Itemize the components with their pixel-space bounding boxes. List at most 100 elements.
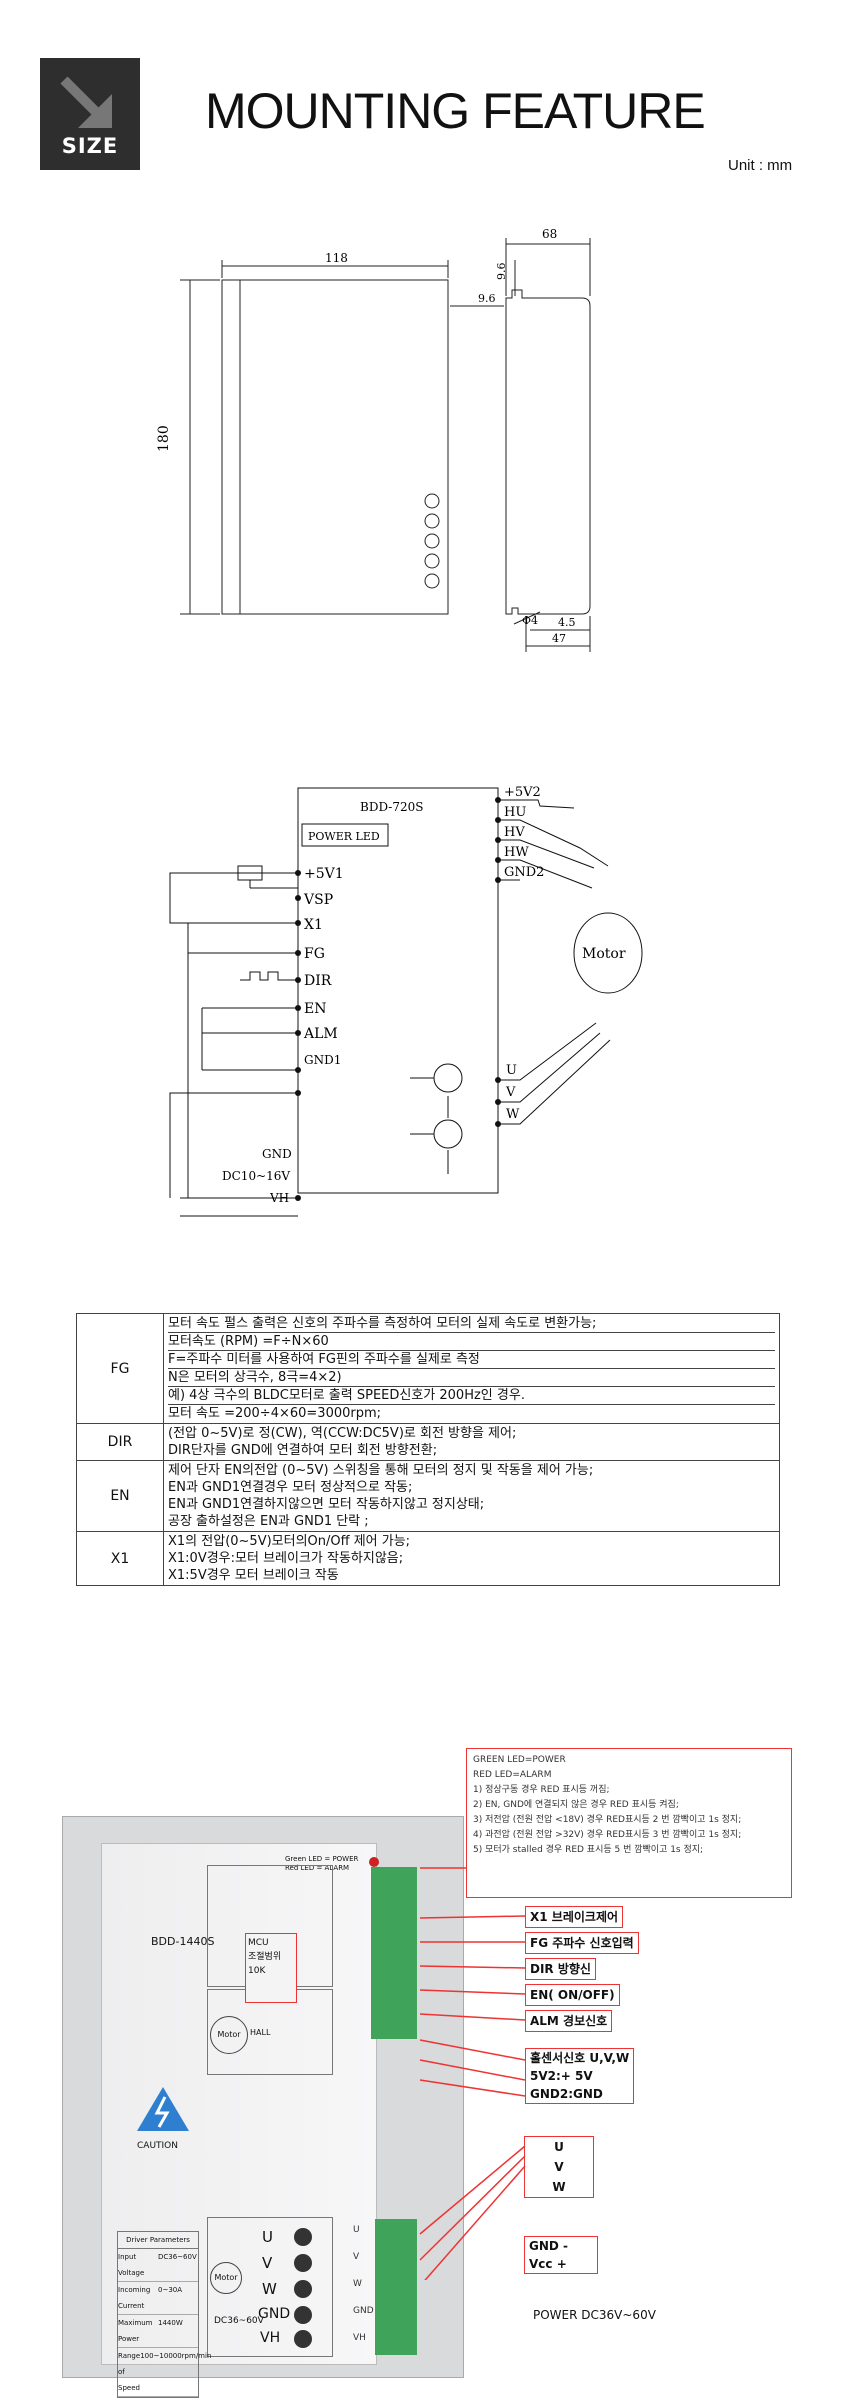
param-row: Maximum Power 1440W [118,2315,198,2348]
description-line: 예) 4상 극수의 BLDC모터로 출력 SPEED신호가 200Hz인 경우. [168,1387,775,1405]
table-pin: FG [76,1313,164,1424]
led-note-line: 3) 저전압 (전원 전압 <18V) 경우 RED표시등 2 번 깜빡이고 1… [473,1815,742,1825]
caution-label: CAUTION [137,2141,178,2151]
description-line: 모터속도 (RPM) =F÷N×60 [168,1333,775,1351]
pin-alm: ALM [303,1026,338,1042]
size-badge-label: SIZE [61,134,119,158]
callout-fg: FG 주파수 신호입력 [525,1932,639,1954]
pin-hw: HW [504,845,529,860]
caution-icon [137,2087,189,2131]
table-description: 모터 속도 펄스 출력은 신호의 주파수를 측정하여 모터의 실제 속도로 변환… [163,1313,780,1424]
callout-alm: ALM 경보신호 [525,2010,613,2032]
photo-w: W [262,2280,277,2298]
side-view-outline [505,289,591,615]
photo-u: U [262,2228,273,2246]
description-line: DIR단자를 GND에 연결하여 모터 회전 방향전환; [168,1443,438,1458]
led-note-line: RED LED=ALARM [473,1770,552,1780]
signal-terminal-block [371,1867,417,2039]
led-note-line: 5) 모터가 stalled 경우 RED 표시등 5 번 깜빡이고 1s 정지… [473,1845,704,1855]
power-terminal-block [375,2219,417,2355]
led-notes-box: GREEN LED=POWER RED LED=ALARM 1) 정상구동 경우 R… [466,1748,792,1898]
led-note-line: 1) 정상구동 경우 RED 표시등 꺼짐; [473,1785,610,1795]
pin-v: V [505,1085,516,1100]
photo-gnd: GND [258,2306,291,2322]
pin-hu: HU [504,805,526,820]
callout-x1: X1 브레이크제어 [525,1906,624,1928]
pin-gnd1: GND1 [304,1053,341,1067]
table-row: DIR(전압 0~5V)로 정(CW), 역(CCW:DC5V)로 회전 방향을… [76,1423,780,1461]
description-line: X1의 전압(0~5V)모터의On/Off 제어 가능; [168,1534,411,1549]
table-row: EN 제어 단자 EN의전압 (0~5V) 스위칭을 통해 모터의 정지 및 작동… [76,1460,780,1532]
param-name: Range of Speed [118,2352,141,2392]
pin-5v2: +5V2 [504,785,541,800]
param-name: Maximum Power [118,2319,153,2343]
description-line: 모터 속도 =200÷4×60=3000rpm; [168,1406,382,1421]
description-line: N은 모터의 상극수, 8극=4×2) [168,1369,775,1387]
pin-vsp: VSP [303,892,333,908]
callout-dir: DIR 방향신 [525,1958,596,1980]
terminal-label: V [353,2252,360,2262]
driver-box [297,787,499,1194]
vh-label: VH [269,1191,289,1205]
table-pin: DIR [76,1423,164,1461]
power-led-box [301,823,389,847]
param-value: 1440W [158,2319,183,2327]
pin-gnd2: GND2 [504,865,544,880]
unit-label: Unit : mm [728,157,793,174]
photo-dc: DC36~60V [214,2316,264,2326]
callout-en: EN( ON/OFF) [525,1984,620,2006]
photo-vh: VH [260,2330,281,2346]
terminal-label: GND [353,2306,374,2316]
param-value: 100~10000rpm/min [140,2352,212,2360]
description-line: F=주파수 미터를 사용하여 FG핀의 주파수를 실제로 측정 [168,1351,775,1369]
callout-power: GND -Vcc + [524,2236,598,2274]
param-name: Incoming Current [118,2286,151,2310]
gnd-label: GND [262,1147,292,1161]
motor-label: Motor [582,946,626,962]
hall-label: HALL [250,2028,271,2037]
size-badge: SIZE [40,58,140,170]
led-note-line: 4) 과전압 (전원 전압 >32V) 경우 RED표시등 3 번 깜빡이고 1… [473,1830,742,1840]
description-line: EN과 GND1연결하지않으면 모터 작동하지않고 정지상태; [168,1497,485,1512]
pin-en: EN [304,1001,326,1017]
dim-bottom-width: 47 [552,632,566,645]
callout-lines [419,1867,526,2280]
dim-side-top1: 9.6 [495,263,508,281]
big-motor-icon: Motor [210,2262,242,2294]
pin-5v1: +5V1 [304,866,344,882]
description-line: X1:5V경우 모터 브레이크 작동 [168,1568,339,1583]
pin-hv: HV [504,825,525,840]
dim-offset: 4.5 [558,616,576,629]
alarm-led [369,1857,379,1867]
wiring-diagram: BDD-720S POWER LED +5V1 VSP X1 FG DIR EN… [169,785,643,1217]
pin-dir: DIR [304,973,332,989]
description-line: 제어 단자 EN의전압 (0~5V) 스위칭을 통해 모터의 정지 및 작동을 … [168,1463,594,1478]
arrow-icon [60,76,112,128]
power-led-label: POWER LED [308,830,380,843]
description-line: 공장 출하설정은 EN과 GND1 단락 ; [168,1514,369,1529]
pin-u: U [506,1063,517,1078]
terminal-label: VH [353,2333,366,2343]
led-note-line: 2) EN, GND에 연결되지 않은 경우 RED 표시등 켜짐; [473,1800,679,1810]
power-caption: POWER DC36V~60V [533,2308,656,2322]
table-description: (전압 0~5V)로 정(CW), 역(CCW:DC5V)로 회전 방향을 제어… [163,1423,780,1461]
pin-x1: X1 [304,917,323,933]
table-pin: X1 [76,1531,164,1586]
description-line: EN과 GND1연결경우 모터 정상적으로 작동; [168,1480,413,1495]
led-note-line: GREEN LED=POWER [473,1755,566,1765]
supply-label: DC10~16V [222,1169,290,1183]
page-title: MOUNTING FEATURE [205,83,706,139]
small-motor-icon: Motor [210,2016,248,2054]
table-pin: EN [76,1460,164,1532]
dim-front-height: 180 [156,425,172,452]
photo-v: V [262,2254,273,2272]
